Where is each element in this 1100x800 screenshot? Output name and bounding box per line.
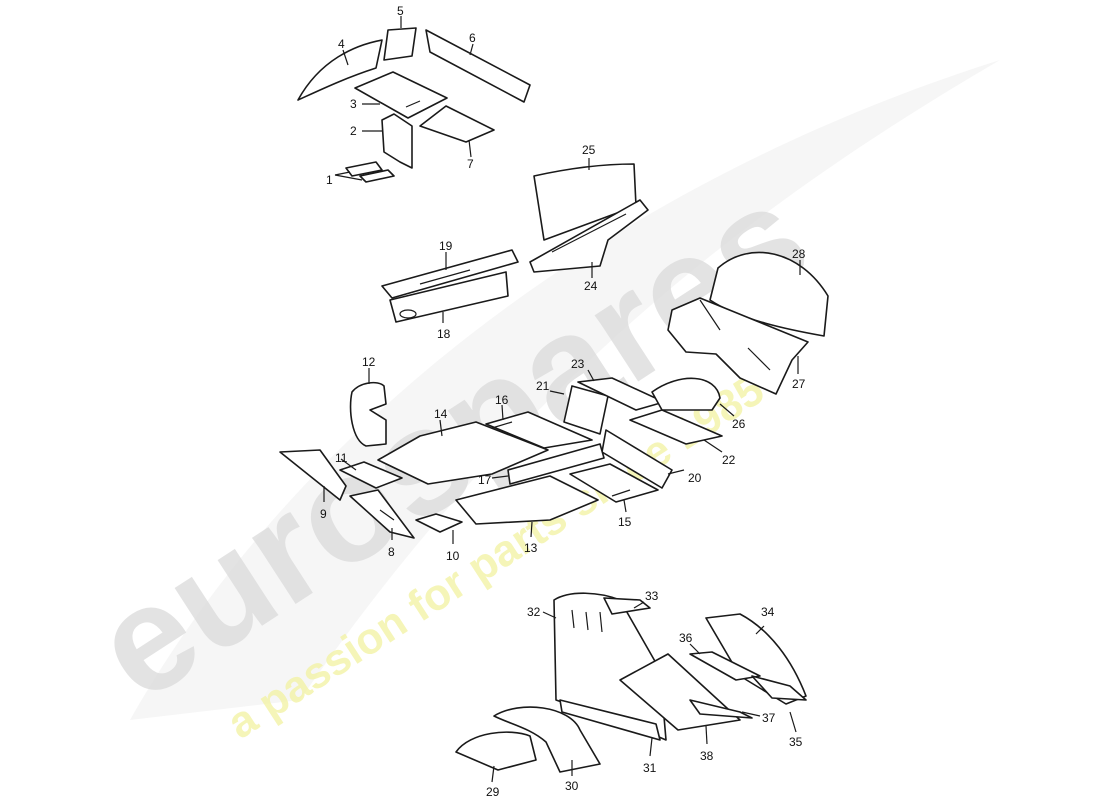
callout-15: 15 xyxy=(618,515,632,529)
callout-11: 11 xyxy=(335,451,348,465)
callout-6: 6 xyxy=(469,31,476,45)
part-29 xyxy=(455,731,537,771)
part-30 xyxy=(493,706,601,773)
callout-2: 2 xyxy=(350,124,357,138)
callout-25: 25 xyxy=(582,143,596,157)
callout-23: 23 xyxy=(571,357,585,371)
part-1a xyxy=(345,161,383,177)
part-7 xyxy=(419,105,495,143)
part-35 xyxy=(751,675,807,701)
callout-3: 3 xyxy=(350,97,357,111)
callout-14: 14 xyxy=(434,407,448,421)
part-32 xyxy=(553,592,667,741)
part-32-detail xyxy=(571,609,603,633)
part-14 xyxy=(377,421,549,485)
part-31 xyxy=(559,699,661,741)
callout-29: 29 xyxy=(486,785,500,799)
part-8-detail xyxy=(379,509,395,521)
callout-13: 13 xyxy=(524,541,538,555)
part-4 xyxy=(297,39,383,101)
part-18-hole xyxy=(399,309,417,319)
part-2 xyxy=(381,113,413,169)
callout-22: 22 xyxy=(722,453,736,467)
part-15-tab xyxy=(611,489,631,497)
callout-38: 38 xyxy=(700,749,714,763)
part-16 xyxy=(485,411,593,449)
rear-arch-group xyxy=(455,592,807,773)
part-22 xyxy=(629,409,723,445)
watermark: eurospares a passion for parts since 198… xyxy=(66,60,1000,748)
callout-37: 37 xyxy=(762,711,776,725)
callout-labels: 1 2 3 4 5 6 7 8 9 10 11 12 13 14 15 16 1… xyxy=(320,4,806,799)
callout-24: 24 xyxy=(584,279,598,293)
part-25 xyxy=(533,163,637,241)
callout-1: 1 xyxy=(326,173,333,187)
callout-28: 28 xyxy=(792,247,806,261)
callout-35: 35 xyxy=(789,735,803,749)
callout-33: 33 xyxy=(645,589,659,603)
part-20 xyxy=(601,429,673,489)
callout-21: 21 xyxy=(536,379,550,393)
callout-32: 32 xyxy=(527,605,541,619)
part-3-slot xyxy=(405,100,421,108)
callout-9: 9 xyxy=(320,507,327,521)
part-26 xyxy=(651,377,721,411)
part-24-detail xyxy=(551,213,627,253)
part-15 xyxy=(569,463,659,503)
part-33 xyxy=(603,597,651,615)
callout-5: 5 xyxy=(397,4,404,18)
front-trunk-group xyxy=(297,27,531,183)
part-19-detail xyxy=(419,269,471,285)
part-5 xyxy=(383,27,417,61)
leader-lines xyxy=(323,16,801,783)
part-21 xyxy=(563,385,609,435)
part-11 xyxy=(339,461,403,489)
callout-26: 26 xyxy=(732,417,746,431)
callout-12: 12 xyxy=(362,355,376,369)
part-17 xyxy=(507,443,605,485)
callout-36: 36 xyxy=(679,631,693,645)
callout-20: 20 xyxy=(688,471,702,485)
callout-16: 16 xyxy=(495,393,509,407)
part-16-slot xyxy=(491,421,513,429)
part-13 xyxy=(455,475,599,525)
callout-34: 34 xyxy=(761,605,775,619)
part-10 xyxy=(415,513,463,533)
callout-18: 18 xyxy=(437,327,451,341)
part-27 xyxy=(667,297,809,395)
callout-7: 7 xyxy=(467,157,474,171)
watermark-swoosh xyxy=(130,60,1000,720)
part-8 xyxy=(349,489,415,539)
part-3 xyxy=(354,71,448,119)
callout-8: 8 xyxy=(388,545,395,559)
callout-30: 30 xyxy=(565,779,579,793)
part-19 xyxy=(381,249,519,299)
callout-10: 10 xyxy=(446,549,460,563)
callout-27: 27 xyxy=(792,377,806,391)
part-37 xyxy=(689,699,753,719)
part-6 xyxy=(425,29,531,103)
callout-19: 19 xyxy=(439,239,453,253)
part-12 xyxy=(349,381,387,447)
floor-group xyxy=(279,377,723,539)
callout-17: 17 xyxy=(478,473,492,487)
part-27-detail xyxy=(699,299,771,371)
part-9 xyxy=(279,449,347,501)
rear-shelf-group xyxy=(381,163,829,395)
part-18 xyxy=(389,271,509,323)
part-1b xyxy=(359,169,395,183)
callout-31: 31 xyxy=(643,761,657,775)
callout-4: 4 xyxy=(338,37,345,51)
part-36 xyxy=(689,651,761,681)
